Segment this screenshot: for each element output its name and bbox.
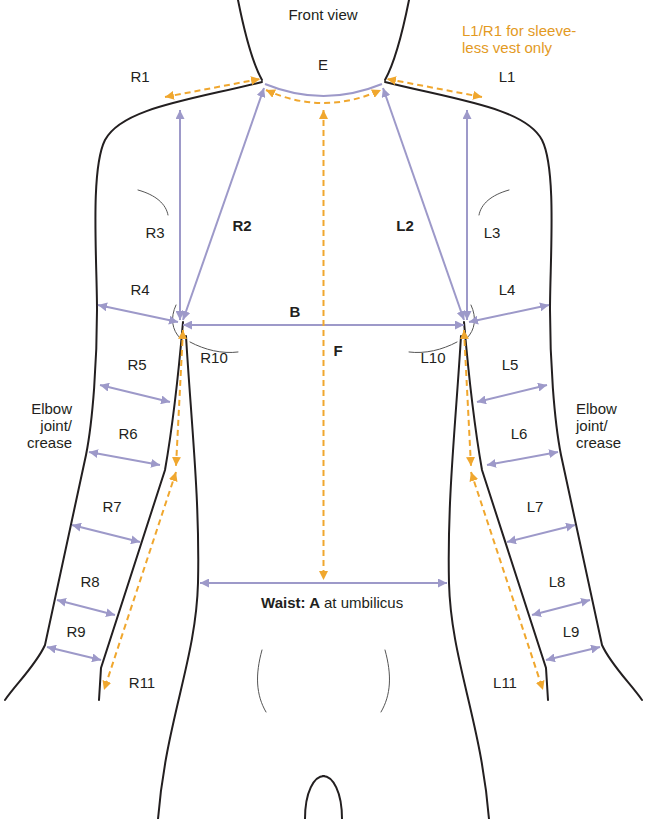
- collar-measure: [265, 84, 382, 96]
- right-half: [323, 0, 642, 819]
- waist-label: Waist: A: [261, 594, 320, 611]
- measure-label: R1: [130, 68, 149, 85]
- measure-label: L5: [502, 356, 519, 373]
- measure-label: L11: [493, 674, 517, 691]
- measure-label: R3: [145, 224, 164, 241]
- measure-label: F: [331, 342, 344, 359]
- front-length-measure: [323, 110, 325, 580]
- measure-label: L4: [499, 281, 516, 298]
- measure-label: B: [288, 303, 303, 320]
- measure-label: L10: [420, 349, 445, 366]
- left-half: [5, 0, 324, 819]
- measure-label: R7: [102, 498, 121, 515]
- measure-label: R4: [130, 281, 149, 298]
- measure-label: R5: [127, 356, 146, 373]
- note-text: L1/R1 for sleeve- less vest only: [462, 22, 602, 56]
- measure-label: R2: [232, 217, 251, 234]
- measure-label: L3: [484, 224, 501, 241]
- right-half-mirror: [323, 0, 642, 819]
- collar-dashed: [266, 90, 381, 103]
- measure-label: E: [318, 56, 328, 73]
- measure-label: L2: [396, 217, 414, 234]
- waist-note: at umbilicus: [324, 594, 403, 611]
- waist-measure: [200, 582, 447, 584]
- measure-label: R8: [80, 573, 99, 590]
- view-title: Front view: [288, 6, 357, 23]
- measure-label: R9: [66, 623, 85, 640]
- measure-label: R11: [129, 674, 155, 691]
- measure-label: L8: [549, 573, 566, 590]
- measure-label: L6: [511, 425, 528, 442]
- measure-label: L7: [527, 498, 544, 515]
- measure-label: L1: [499, 68, 516, 85]
- measure-label: L9: [563, 623, 580, 640]
- joint-note: Elbow joint/ crease: [576, 400, 640, 451]
- measure-label: R10: [200, 349, 228, 366]
- joint-note: Elbow joint/ crease: [8, 400, 72, 451]
- measure-label: R6: [118, 425, 137, 442]
